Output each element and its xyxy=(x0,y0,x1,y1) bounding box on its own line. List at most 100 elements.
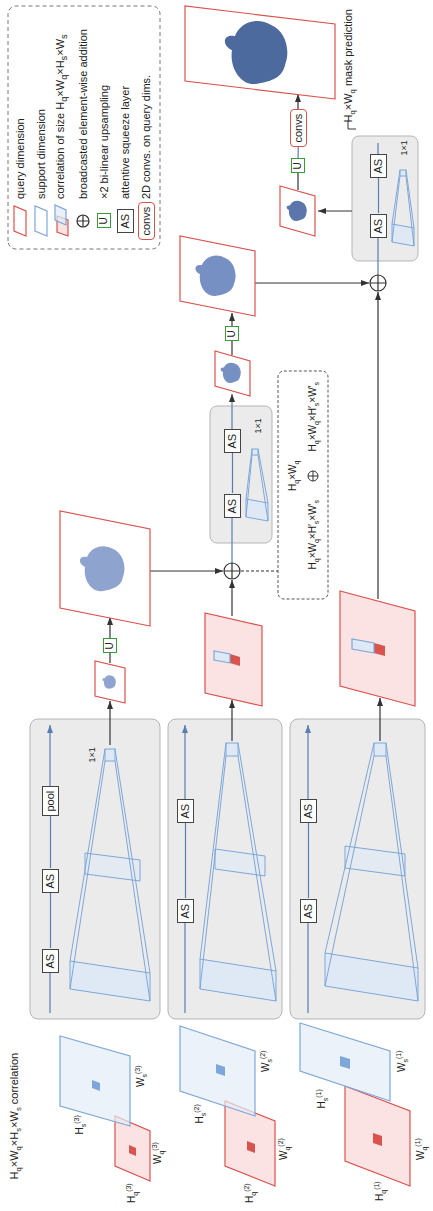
upsample-box: U xyxy=(103,638,117,653)
legend-text: support dimension xyxy=(35,109,48,199)
subscript: s xyxy=(313,382,320,386)
node-text: AS xyxy=(226,499,238,514)
convs-box: convs xyxy=(290,109,307,148)
node-text: U xyxy=(292,162,303,169)
node-text: AS xyxy=(372,159,384,174)
dimension-label: Hq×Wq×H′s×W′s xyxy=(307,382,319,451)
node-text: AS xyxy=(179,904,191,919)
legend-sample: U xyxy=(97,213,111,228)
dimension-label: 1×1 xyxy=(399,140,410,155)
upsample-box: U xyxy=(225,326,239,341)
superscript: (1) xyxy=(414,1138,421,1147)
subscript: s xyxy=(313,500,320,504)
dimension-label: Hq×Wq×Hs×Ws correlation xyxy=(8,1053,21,1180)
dimension-label: Hs(3) xyxy=(74,1115,86,1134)
superscript: (1) xyxy=(395,1050,402,1059)
superscript: (2) xyxy=(193,1104,200,1113)
subscript: s xyxy=(322,1098,329,1102)
subscript: q xyxy=(313,539,320,543)
superscript: (3) xyxy=(125,1183,132,1192)
connector xyxy=(308,823,309,898)
attentive-squeeze-box: AS xyxy=(177,899,194,924)
node-text: AS xyxy=(226,434,238,449)
node-text: U xyxy=(104,642,115,649)
dimension-label: Hq(3) xyxy=(126,1183,138,1203)
node-text: convs xyxy=(292,114,304,143)
attentive-squeeze-box: AS xyxy=(300,899,317,924)
subscript: s xyxy=(14,1128,23,1132)
subscript: q xyxy=(421,1147,428,1151)
dimension-label: Wq(3) xyxy=(152,1142,164,1164)
attentive-squeeze-box: AS xyxy=(42,869,59,894)
superscript: (1) xyxy=(315,1089,322,1098)
node-text: AS xyxy=(44,954,56,969)
attentive-squeeze-box: AS xyxy=(177,799,194,824)
dimension-label: 1×1 xyxy=(253,418,264,433)
connector xyxy=(50,893,51,948)
dimension-label: Wq(1) xyxy=(415,1138,427,1160)
superscript: (3) xyxy=(151,1142,158,1151)
dimension-label: Hs(2) xyxy=(194,1104,206,1123)
node-text: AS xyxy=(44,874,56,889)
legend-text: ×2 bi-linear upsampling xyxy=(98,85,111,199)
dimension-label: Hq×Wq xyxy=(287,461,299,491)
attentive-squeeze-box: AS xyxy=(300,799,317,824)
dimension-label: 1×1 xyxy=(87,747,98,762)
dimension-label: Ws(3) xyxy=(135,1065,147,1087)
subscript: q xyxy=(348,89,357,93)
attentive-squeeze-box: AS xyxy=(370,154,387,179)
node-text: pool xyxy=(44,791,56,812)
subscript: q xyxy=(380,1190,387,1194)
node-text: U xyxy=(226,330,237,337)
subscript: s xyxy=(59,34,69,39)
subscript: q xyxy=(313,421,320,425)
subscript: q xyxy=(132,1192,139,1196)
connector xyxy=(50,816,51,868)
superscript: (3) xyxy=(134,1065,141,1074)
subscript: s xyxy=(59,56,69,61)
subscript: q xyxy=(158,1151,165,1155)
pool-box: pool xyxy=(42,786,59,817)
legend-sample: AS xyxy=(117,209,134,234)
subscript: s xyxy=(80,1124,87,1128)
subscript: s xyxy=(402,1059,409,1063)
dimension-label: Hq×Wq×H′s×W′s xyxy=(307,500,319,569)
node-text: AS xyxy=(302,804,314,819)
upsample-box: U xyxy=(291,158,305,173)
subscript: q xyxy=(293,461,300,465)
legend-text: query dimension xyxy=(14,118,27,199)
superscript: (2) xyxy=(243,1183,250,1192)
subscript: q xyxy=(348,110,357,114)
connector xyxy=(378,178,379,213)
node-text: AS xyxy=(302,904,314,919)
dimension-label: Hq×Wq mask prediction xyxy=(342,9,355,122)
subscript: q xyxy=(313,440,320,444)
legend-text: broadcasted element-wise addition xyxy=(77,29,90,199)
subscript: q xyxy=(59,97,69,102)
subscript: s xyxy=(266,1059,273,1063)
subscript: q xyxy=(284,1147,291,1151)
subscript: q xyxy=(293,480,300,484)
dimension-label: Hs(1) xyxy=(316,1089,328,1108)
subscript: q xyxy=(313,558,320,562)
dimension-label: Ws(2) xyxy=(260,1050,272,1072)
subscript: s xyxy=(313,521,320,525)
legend-text: attentive squeeze layer xyxy=(119,86,132,199)
connector xyxy=(232,453,233,493)
subscript: s xyxy=(313,403,320,407)
dimension-label: Ws(1) xyxy=(396,1050,408,1072)
superscript: (2) xyxy=(277,1138,284,1147)
superscript: (3) xyxy=(73,1115,80,1124)
connector xyxy=(185,823,186,898)
attentive-squeeze-box: AS xyxy=(224,429,241,454)
dimension-label: Wq(2) xyxy=(278,1138,290,1160)
subscript: q xyxy=(14,1146,23,1150)
attentive-squeeze-box: AS xyxy=(224,494,241,519)
dimension-label: Hq(1) xyxy=(374,1181,386,1201)
superscript: (2) xyxy=(259,1050,266,1059)
subscript: s xyxy=(141,1074,148,1078)
node-text: AS xyxy=(372,219,384,234)
connector xyxy=(297,147,298,158)
subscript: q xyxy=(59,75,69,80)
